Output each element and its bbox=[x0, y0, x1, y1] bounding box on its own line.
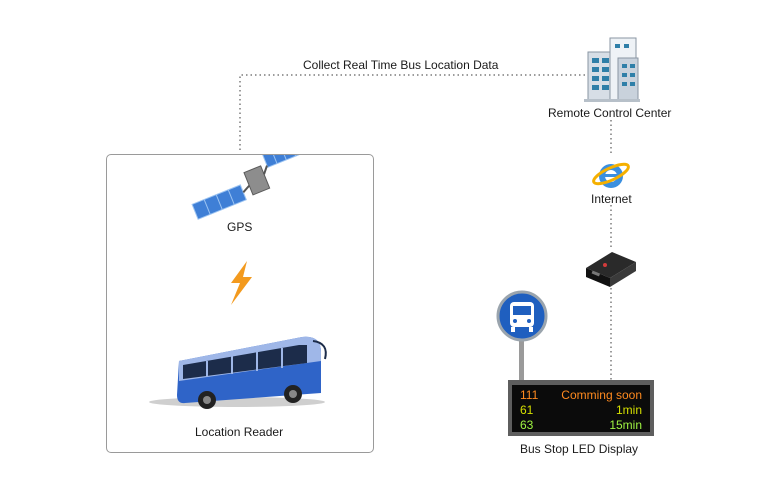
gps-label: GPS bbox=[227, 220, 253, 234]
led-route: 61 bbox=[520, 403, 534, 417]
modem-icon bbox=[586, 252, 636, 287]
internet-label: Internet bbox=[591, 192, 632, 206]
led-route: 111 bbox=[520, 388, 539, 402]
led-route: 63 bbox=[520, 418, 534, 432]
led-status: 15min bbox=[609, 418, 642, 432]
internet-explorer-icon bbox=[592, 162, 630, 188]
building-icon bbox=[584, 37, 640, 102]
location-reader-label: Location Reader bbox=[195, 425, 284, 439]
led-display: 111 Comming soon 61 1min 63 15min bbox=[508, 380, 654, 436]
lightning-icon bbox=[231, 261, 252, 305]
location-reader-panel: GPS Location Reader bbox=[106, 154, 374, 453]
led-row: 111 Comming soon bbox=[520, 388, 642, 403]
control-center-label: Remote Control Center bbox=[548, 106, 672, 120]
panel-art bbox=[149, 155, 327, 409]
led-status: 1min bbox=[615, 403, 642, 417]
led-display-label: Bus Stop LED Display bbox=[520, 442, 639, 456]
bus-stop-sign-icon bbox=[496, 290, 548, 382]
connection-label: Collect Real Time Bus Location Data bbox=[303, 58, 499, 72]
connector-top bbox=[239, 74, 588, 150]
led-status: Comming soon bbox=[561, 388, 642, 402]
bus-icon bbox=[149, 336, 327, 409]
led-row: 63 15min bbox=[520, 418, 642, 433]
satellite-icon bbox=[191, 155, 306, 220]
led-row: 61 1min bbox=[520, 403, 642, 418]
